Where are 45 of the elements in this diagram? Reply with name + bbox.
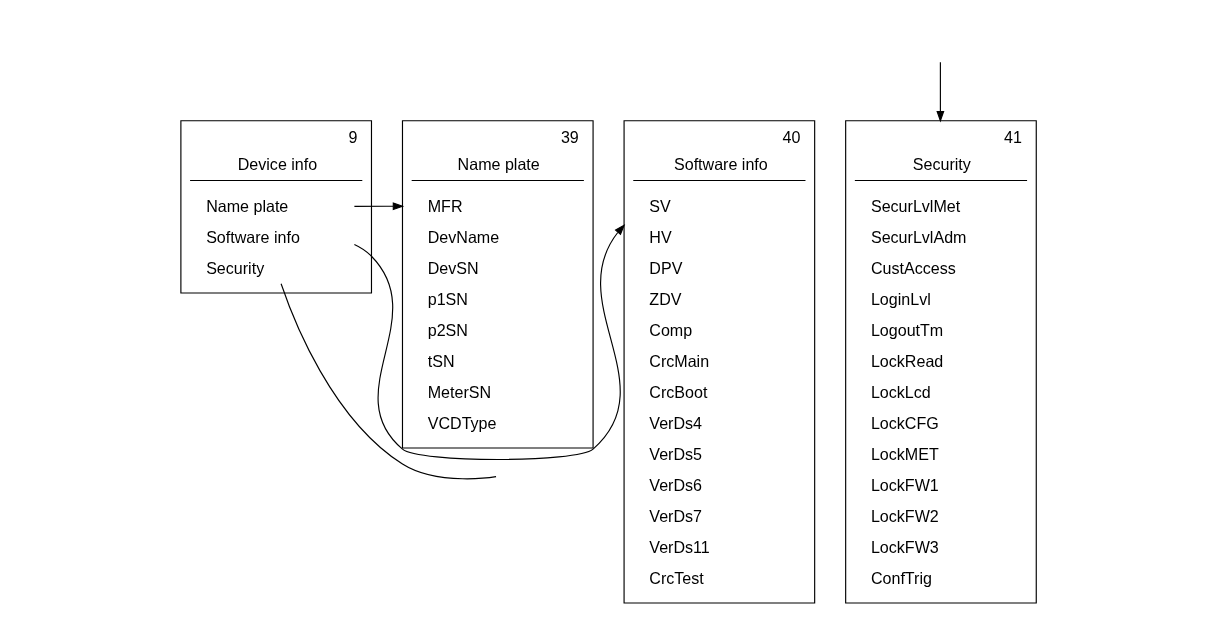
node-text: CrcMain [649,352,710,371]
node-label: 9 [348,127,358,146]
node-text: LockFW2 [870,507,939,526]
connector [280,283,497,480]
node-text: Name plate [206,197,289,216]
node-text: Comp [649,321,693,340]
node-text: CustAccess [870,259,956,278]
node-text: p1SN [427,290,468,309]
node-text: VerDs4 [649,414,703,433]
arrow [353,202,405,211]
node-text: SV [649,197,671,216]
node-text: LockRead [870,352,944,371]
node-text: Software info [206,228,300,247]
node-text: LoginLvl [870,290,931,309]
node-text: VerDs11 [649,538,710,557]
node-text: SecurLvlAdm [870,228,967,247]
node-text: LockCFG [870,414,939,433]
node-label: 40 [782,127,801,146]
node-text: VerDs5 [649,445,703,464]
arrow [353,223,626,461]
node-label: 39 [560,127,579,146]
node-text: SecurLvlMet [870,197,961,216]
node-text: ZDV [649,290,682,309]
node-text: Security [206,259,265,278]
node-text: VerDs6 [649,476,703,495]
node-text: VCDType [427,414,497,433]
node-text: LogoutTm [870,321,944,340]
node-text: DevName [427,228,500,247]
node-text: DevSN [427,259,479,278]
node-text: VerDs7 [649,507,703,526]
node-label: 41 [1004,127,1022,146]
node-text: tSN [427,352,455,371]
node-text: ConfTrig [870,569,932,588]
node-text: CrcBoot [649,383,708,402]
node-text: LockFW3 [870,538,939,557]
node-text: LockFW1 [870,476,939,495]
node-text: p2SN [427,321,468,340]
arrow [936,61,945,123]
node-text: LockMET [870,445,939,464]
node-text: CrcTest [649,569,704,588]
node-text: MFR [427,197,463,216]
node-text: DPV [649,259,683,278]
node-text: MeterSN [427,383,492,402]
node-text: HV [649,228,672,247]
node-text: LockLcd [870,383,931,402]
